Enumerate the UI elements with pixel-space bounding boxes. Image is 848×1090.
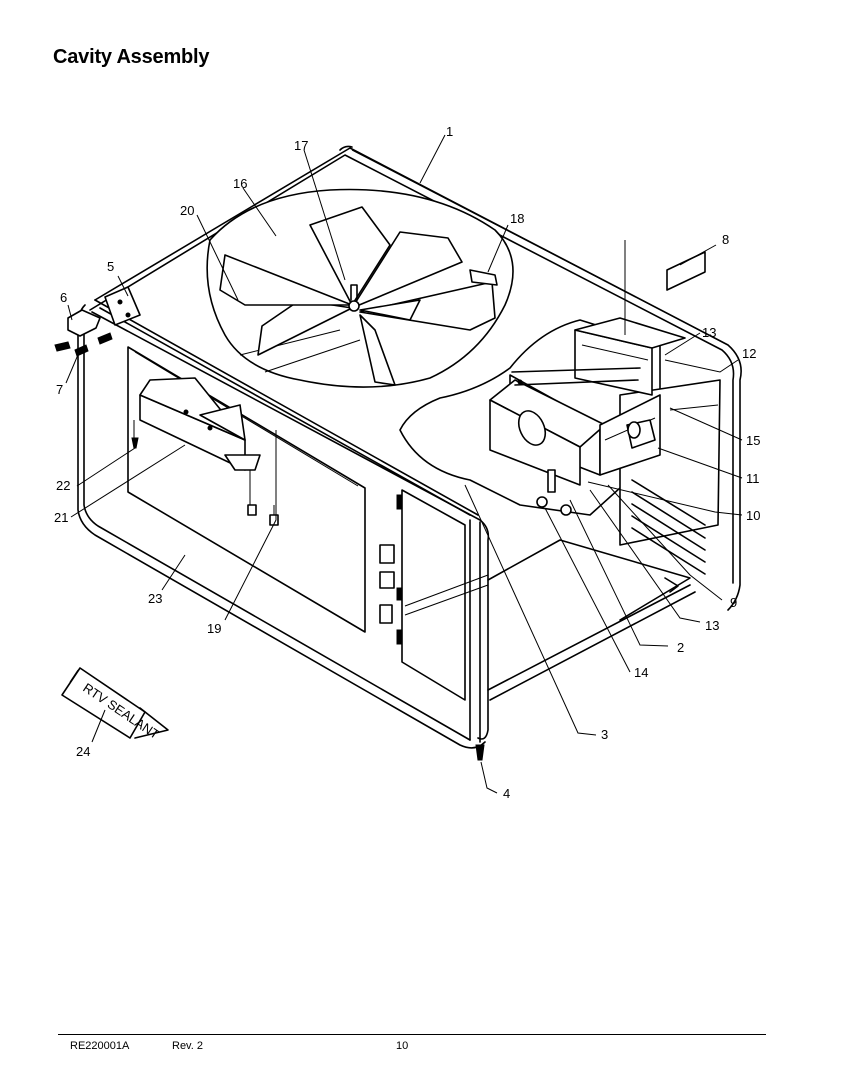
light-bracket <box>139 377 261 471</box>
callout-20: 20 <box>180 203 194 218</box>
callout-13-bottom: 13 <box>705 618 719 633</box>
callout-19: 19 <box>207 621 221 636</box>
footer-rule <box>58 1034 766 1035</box>
revision: Rev. 2 <box>172 1040 203 1052</box>
callout-15: 15 <box>746 433 760 448</box>
control-panel-opening <box>379 489 466 701</box>
sealant-tube: RTV SEALANT <box>61 667 169 742</box>
callout-12: 12 <box>742 346 756 361</box>
leader-lines <box>65 134 743 794</box>
page-number: 10 <box>396 1040 409 1052</box>
callout-21: 21 <box>54 510 68 525</box>
callout-13-top: 13 <box>702 325 716 340</box>
callout-5: 5 <box>107 259 114 274</box>
cavity-base <box>404 539 696 701</box>
stirrer-fitting <box>469 269 498 286</box>
screw-21 <box>247 504 257 516</box>
callout-3: 3 <box>601 727 608 742</box>
callout-22: 22 <box>56 478 70 493</box>
cavity-top-panel <box>89 145 742 611</box>
screw-19 <box>269 505 279 526</box>
thermal-cutout <box>626 419 656 449</box>
screw-4 <box>475 744 485 761</box>
callout-23: 23 <box>148 591 162 606</box>
waveguide <box>574 317 686 396</box>
callout-16: 16 <box>233 176 247 191</box>
callout-1: 1 <box>446 124 453 139</box>
page-title: Cavity Assembly <box>53 46 210 68</box>
callout-14: 14 <box>634 665 648 680</box>
door-opening <box>127 346 366 633</box>
callout-6: 6 <box>60 290 67 305</box>
callout-18: 18 <box>510 211 524 226</box>
magnetron-studs <box>536 469 572 516</box>
callout-9: 9 <box>730 595 737 610</box>
callout-24: 24 <box>76 744 90 759</box>
callout-8: 8 <box>722 232 729 247</box>
callout-10: 10 <box>746 508 760 523</box>
doc-number: RE220001A <box>70 1040 130 1052</box>
callout-7: 7 <box>56 382 63 397</box>
callout-2: 2 <box>677 640 684 655</box>
callout-labels: 1 2 3 4 5 6 7 8 9 10 11 12 13 13 14 15 1… <box>54 124 760 801</box>
screw-22 <box>131 437 139 449</box>
callout-4: 4 <box>503 786 510 801</box>
callout-17: 17 <box>294 138 308 153</box>
callout-11: 11 <box>746 471 760 486</box>
door-hinge <box>54 286 141 357</box>
